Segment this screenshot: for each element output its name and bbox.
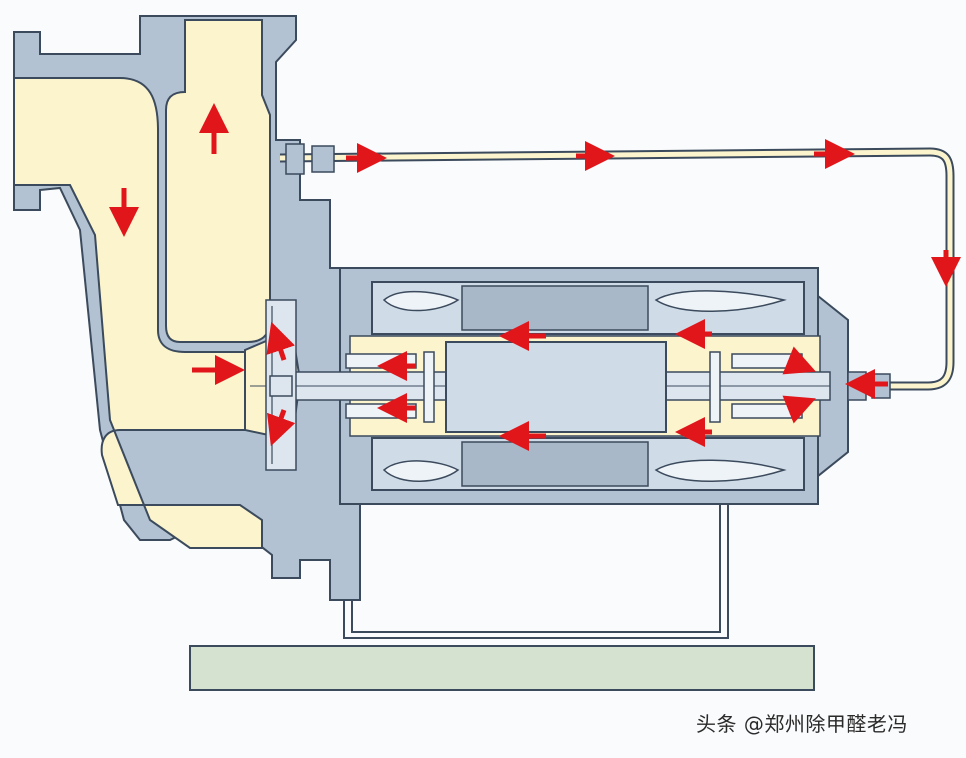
base-plate <box>189 645 815 691</box>
rotor-core <box>445 341 667 433</box>
flow-arrow-rear-bottom <box>782 395 816 424</box>
pipe-fitting-outlet <box>285 143 335 175</box>
flow-arrow-impeller-up <box>266 321 295 361</box>
stator-lower <box>371 437 805 491</box>
support-frame <box>343 505 729 639</box>
impeller-nut <box>269 375 293 397</box>
flow-arrow-impeller-down <box>267 409 296 447</box>
stator-upper <box>371 281 805 335</box>
watermark-text: 头条 @郑州除甲醛老冯 <box>696 712 908 736</box>
flow-arrows <box>109 103 961 451</box>
thrust-disc-front <box>423 351 435 423</box>
suction-passage <box>13 77 263 549</box>
flow-arrow-rear-top <box>782 346 816 375</box>
thrust-disc-rear <box>709 351 721 423</box>
